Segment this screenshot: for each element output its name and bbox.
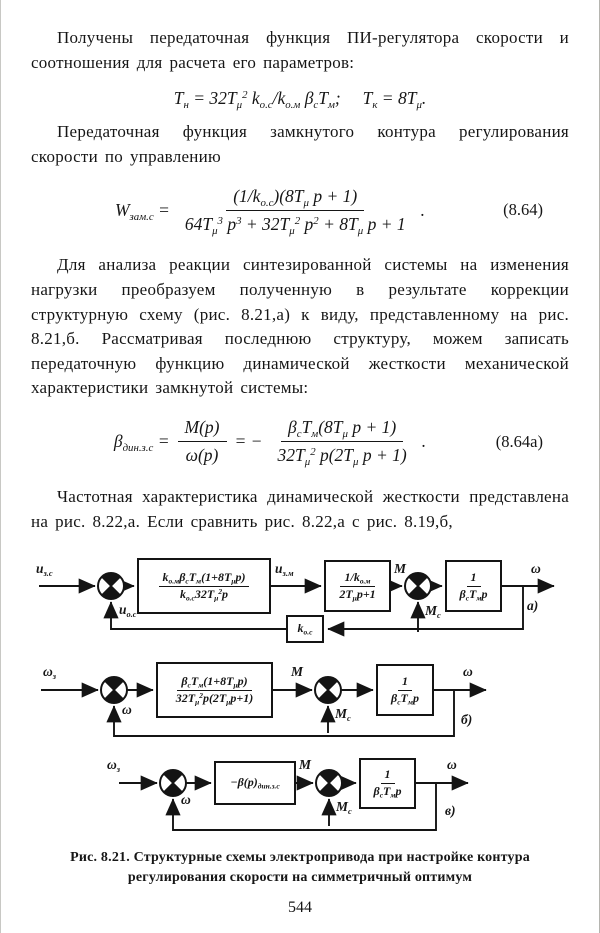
equation-number-8-64: (8.64)	[503, 200, 543, 220]
diagram-wiring	[39, 572, 555, 832]
label-output-omega-b: ω	[463, 664, 473, 680]
block-denominator: kо.с32Tμ2p	[179, 586, 229, 603]
label-torque-v: M	[299, 757, 312, 773]
equation-8-64-lhs: Wзам.с =	[114, 199, 170, 223]
fraction-numerator: βсTм(8Tμ p + 1)	[281, 417, 404, 443]
block-numerator: kо.мβсTм(1+8Tμp)	[158, 570, 250, 587]
summing-junction-b1	[100, 676, 128, 705]
block-value: −β(p)дин.з.с	[230, 775, 280, 791]
paragraph-load-analysis: Для анализа реакции синтезированной сист…	[31, 255, 569, 398]
equation-8-64-period: .	[420, 199, 426, 220]
block-numerator: βсTм(1+8Tμp)	[177, 674, 252, 691]
label-subfigure-a: а)	[527, 598, 539, 614]
label-input-uzs: uз.с	[36, 561, 53, 579]
equation-number-8-64a: (8.64а)	[495, 431, 543, 451]
equation-8-64a-period: .	[421, 431, 427, 452]
label-load-torque-v: Mс	[336, 799, 352, 817]
label-output-omega-v: ω	[447, 757, 457, 773]
block-numerator: 1	[380, 768, 395, 785]
fraction-denominator: ω(p)	[185, 445, 219, 466]
fraction-denominator: 32Tμ2 p(2Tμ p + 1)	[277, 445, 407, 469]
block-speed-regulator: kо.мβсTм(1+8Tμp) kо.с32Tμ2p	[137, 558, 271, 615]
formula-regulator-parameters: Tн = 32Tμ2 kо.с/kо.м βсTм; Tк = 8Tμ.	[173, 88, 427, 111]
summing-junction-b2	[314, 676, 342, 705]
label-torque-b: M	[291, 664, 304, 680]
block-mechanical-b: 1 βсTмp	[376, 664, 434, 717]
equation-8-64a-lhs: βдин.з.с =	[113, 431, 170, 455]
label-signal-uzm: uз.м	[275, 561, 294, 579]
equation-8-64a: βдин.з.с = M(p) ω(p) = − βсTм(8Tμ p + 1)…	[31, 411, 569, 473]
fraction-numerator: M(p)	[177, 417, 227, 443]
equation-8-64: Wзам.с = (1/kо.с)(8Tμ p + 1) 64Tμ3 p3 + …	[31, 179, 569, 241]
fraction-numerator: (1/kо.с)(8Tμ p + 1)	[226, 186, 365, 211]
block-denominator: 2Tμp+1	[339, 586, 376, 603]
label-load-torque-b: Mс	[335, 706, 351, 724]
label-subfigure-v: в)	[445, 803, 456, 819]
block-torque-loop: 1/kо.м 2Tμp+1	[324, 560, 391, 613]
block-value: kо.с	[297, 621, 313, 637]
label-feedback-uos: uо.с	[119, 602, 137, 620]
block-denominator: βсTмp	[391, 690, 419, 707]
page-number: 544	[288, 899, 312, 917]
block-mechanical-a: 1 βсTмp	[445, 560, 502, 613]
block-denominator: 32Tμ2p(2Tμp+1)	[175, 690, 254, 707]
paragraph-closed-loop: Передаточная функция замкнутого контура …	[31, 122, 569, 166]
label-input-omega-z-b: ωз	[43, 664, 57, 682]
figure-8-21-block-diagrams: kо.мβсTм(1+8Tμp) kо.с32Tμ2p 1/kо.м 2Tμp+…	[31, 540, 571, 840]
block-denominator: βсTмp	[459, 586, 488, 603]
label-input-omega-z-v: ωз	[107, 757, 121, 775]
summing-junction-v2	[315, 769, 343, 798]
label-subfigure-b: б)	[461, 712, 473, 728]
block-speed-feedback: kо.с	[286, 615, 324, 644]
block-numerator: 1	[398, 674, 412, 691]
label-load-torque-a: Mс	[425, 603, 441, 621]
fraction-denominator: 64Tμ3 p3 + 32Tμ2 p2 + 8Tμ p + 1	[184, 213, 406, 237]
block-stiffness-b: βсTм(1+8Tμp) 32Tμ2p(2Tμp+1)	[156, 662, 273, 719]
figure-caption: Рис. 8.21. Структурные схемы электроприв…	[70, 850, 530, 885]
block-numerator: 1/kо.м	[340, 570, 375, 587]
equation-8-64-fraction: (1/kо.с)(8Tμ p + 1) 64Tμ3 p3 + 32Tμ2 p2 …	[178, 186, 413, 237]
summing-junction-a1	[97, 572, 125, 601]
block-denominator: βсTмp	[373, 784, 402, 800]
equation-8-64a-fraction-2: βсTм(8Tμ p + 1) 32Tμ2 p(2Tμ p + 1)	[271, 417, 414, 469]
label-feedback-omega-b: ω	[122, 702, 132, 718]
block-mechanical-v: 1 βсTмp	[359, 758, 416, 810]
block-dynamic-stiffness-v: −β(p)дин.з.с	[214, 761, 296, 806]
paragraph-intro: Получены передаточная функция ПИ-регулят…	[31, 28, 569, 72]
equation-8-64a-fraction-1: M(p) ω(p)	[177, 417, 227, 466]
block-numerator: 1	[466, 570, 481, 587]
label-output-omega-a: ω	[531, 561, 541, 577]
label-torque-a: M	[394, 561, 407, 577]
equation-8-64a-middle: = −	[234, 431, 263, 452]
summing-junction-a2	[404, 572, 432, 601]
label-feedback-omega-v: ω	[181, 792, 191, 808]
paragraph-frequency-response: Частотная характеристика динамической же…	[31, 486, 569, 531]
